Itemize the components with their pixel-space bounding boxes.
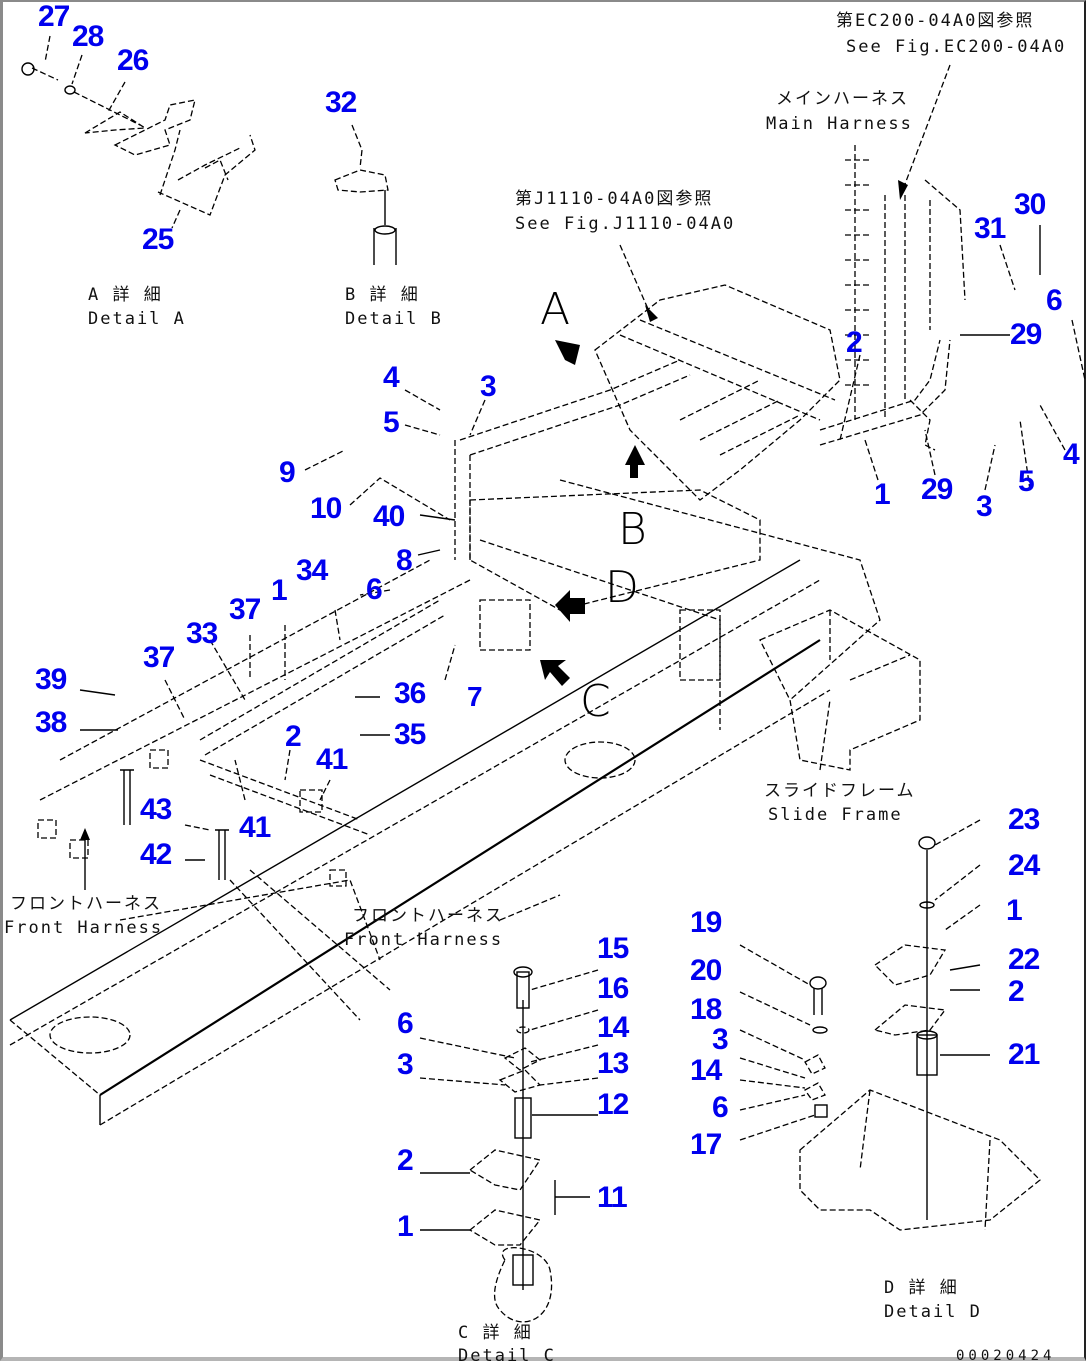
detail-a-caption-jp: A 詳 細	[88, 285, 163, 305]
callout-29-b: 29	[921, 473, 953, 506]
callout-11: 11	[597, 1181, 628, 1214]
callout-1-mid: 1	[271, 574, 288, 607]
view-letter-d: D	[605, 562, 639, 613]
detail-c-caption-en: Detail C	[458, 1346, 556, 1366]
callout-17: 17	[690, 1128, 722, 1161]
callout-25: 25	[142, 223, 174, 256]
callout-28: 28	[72, 20, 104, 53]
detail-c-caption-jp: C 詳 細	[458, 1323, 533, 1343]
callout-18: 18	[690, 993, 722, 1026]
callout-14-mid: 14	[690, 1054, 722, 1087]
note-slide-frame-en: Slide Frame	[768, 805, 903, 825]
callout-12: 12	[597, 1088, 629, 1121]
view-letter-b: B	[618, 504, 647, 555]
callout-14-c: 14	[597, 1011, 629, 1044]
note-front-harness-left-en: Front Harness	[4, 918, 164, 938]
callout-6-mid: 6	[712, 1091, 729, 1124]
detail-mid-drawing	[739, 944, 828, 1141]
callout-1-d: 1	[1006, 894, 1023, 927]
note-see-fig-ec200-en: See Fig.EC200-04A0	[846, 37, 1067, 57]
callout-5: 5	[383, 406, 400, 439]
callout-34: 34	[296, 554, 328, 587]
callout-23: 23	[1008, 803, 1040, 836]
view-letter-a: A	[540, 284, 571, 335]
detail-d-drawing	[799, 819, 1041, 1231]
view-arrow-d	[555, 590, 585, 622]
callout-13: 13	[597, 1047, 629, 1080]
callout-40: 40	[373, 500, 405, 533]
callout-33: 33	[186, 617, 218, 650]
callout-36: 36	[394, 677, 426, 710]
view-arrow-a	[555, 340, 580, 365]
callout-22: 22	[1008, 943, 1040, 976]
callout-19: 19	[690, 906, 722, 939]
callout-5-right: 5	[1018, 465, 1035, 498]
callout-43: 43	[140, 793, 172, 826]
note-slide-frame-jp: スライドフレーム	[764, 781, 916, 801]
callout-6-right: 6	[1046, 284, 1063, 317]
note-main-harness-jp: メインハーネス	[776, 89, 909, 109]
note-see-fig-ec200-jp: 第EC200-04A0図参照	[836, 11, 1035, 31]
detail-b-caption-jp: B 詳 細	[345, 285, 420, 305]
callout-3-c: 3	[397, 1048, 414, 1081]
callout-41-b: 41	[239, 811, 271, 844]
detail-a-caption-en: Detail A	[88, 309, 186, 329]
callout-3: 3	[480, 370, 497, 403]
callout-6-c: 6	[397, 1007, 414, 1040]
callout-32: 32	[325, 86, 357, 119]
detail-b-clamp-drawing	[334, 124, 397, 265]
callout-6: 6	[366, 573, 383, 606]
callout-3-right: 3	[976, 490, 993, 523]
callout-31: 31	[974, 212, 1006, 245]
callout-1-top: 1	[874, 478, 891, 511]
callout-39: 39	[35, 663, 67, 696]
note-front-harness-right-en: Front Harness	[344, 930, 504, 950]
callout-24: 24	[1008, 849, 1040, 882]
callout-29-a: 29	[1010, 318, 1042, 351]
note-see-fig-j1110-jp: 第J1110-04A0図参照	[515, 189, 714, 209]
note-main-harness-en: Main Harness	[766, 114, 913, 134]
callout-3-mid: 3	[712, 1023, 729, 1056]
callout-26: 26	[117, 44, 149, 77]
callout-37-a: 37	[229, 593, 261, 626]
callout-2-top: 2	[846, 326, 863, 359]
view-arrow-b	[625, 445, 645, 478]
callout-2-c: 2	[397, 1144, 414, 1177]
detail-a-clamp-drawing	[21, 35, 256, 229]
callout-37-b: 37	[143, 641, 175, 674]
callout-42: 42	[140, 838, 172, 871]
callout-16: 16	[597, 972, 629, 1005]
main-frame-drawing	[9, 64, 966, 1126]
detail-c-drawing	[419, 966, 599, 1323]
callout-21: 21	[1008, 1038, 1040, 1071]
detail-d-caption-jp: D 詳 細	[884, 1278, 959, 1298]
callout-2-d: 2	[1008, 975, 1025, 1008]
callout-8: 8	[396, 544, 413, 577]
view-letter-c: C	[580, 676, 611, 727]
detail-b-caption-en: Detail B	[345, 309, 443, 329]
callout-9: 9	[279, 456, 296, 489]
callout-41-a: 41	[316, 743, 348, 776]
main-leader-lines	[79, 225, 1086, 861]
callout-38: 38	[35, 706, 67, 739]
note-see-fig-j1110-en: See Fig.J1110-04A0	[515, 214, 736, 234]
note-front-harness-left-jp: フロントハーネス	[10, 894, 162, 914]
callout-4-right: 4	[1063, 438, 1080, 471]
drawing-number: 00020424	[956, 1348, 1056, 1364]
callout-4: 4	[383, 361, 400, 394]
callout-27: 27	[38, 0, 70, 33]
note-front-harness-right-jp: フロントハーネス	[352, 906, 504, 926]
detail-d-caption-en: Detail D	[884, 1302, 982, 1322]
callout-1-c: 1	[397, 1210, 414, 1243]
callout-35: 35	[394, 718, 426, 751]
callout-15: 15	[597, 932, 629, 965]
callout-7: 7	[467, 681, 483, 712]
callout-20: 20	[690, 954, 722, 987]
view-arrow-c	[540, 660, 570, 686]
callout-2-mid: 2	[285, 720, 302, 753]
callout-10: 10	[310, 492, 342, 525]
callout-30: 30	[1014, 188, 1046, 221]
